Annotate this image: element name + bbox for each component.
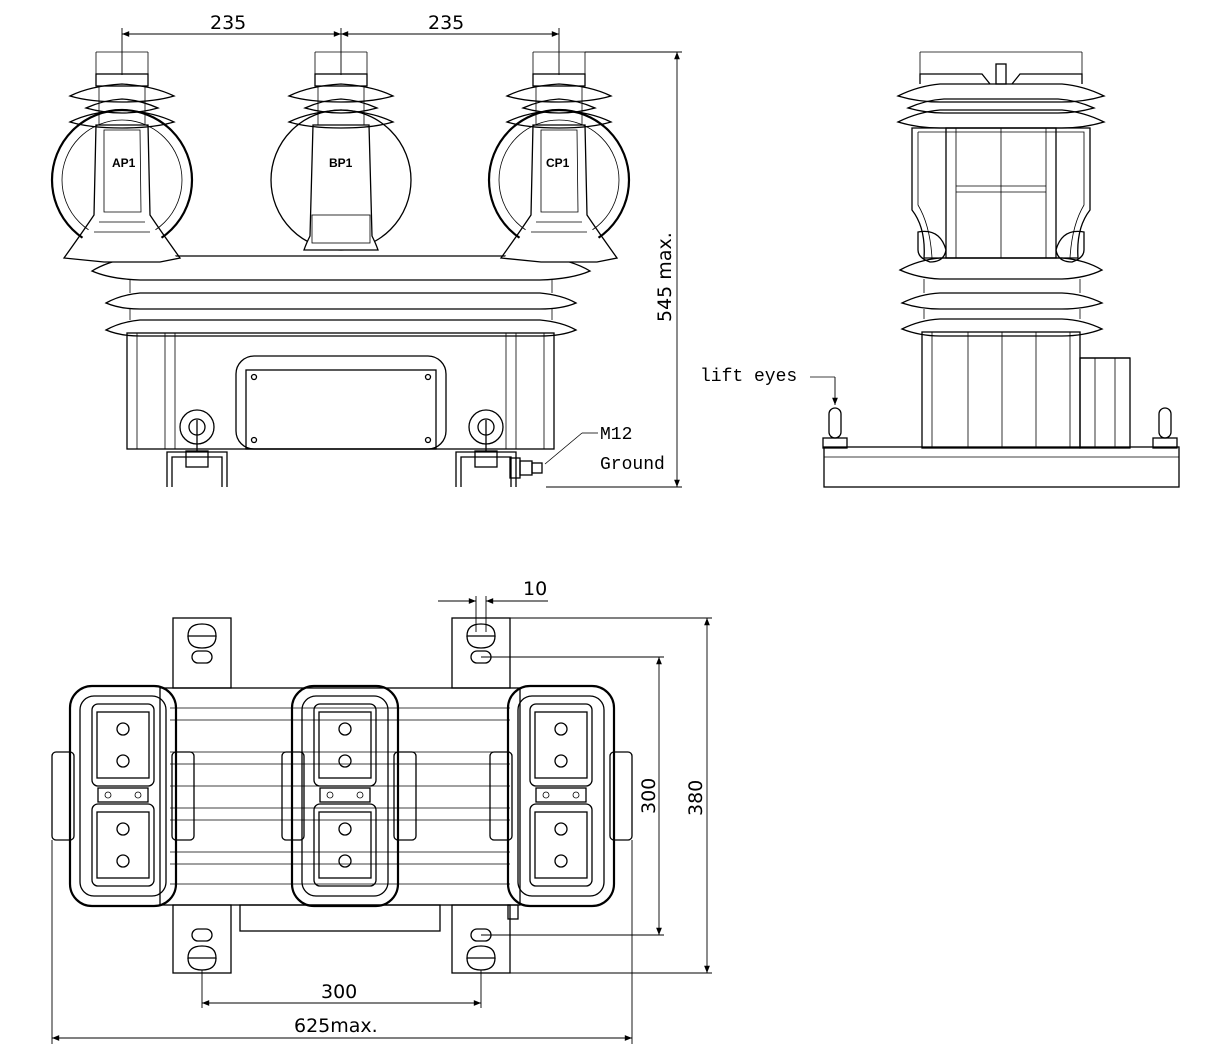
dim-235-left: 235 bbox=[210, 12, 246, 34]
nameplate bbox=[245, 369, 437, 450]
phase-a-insulator bbox=[50, 73, 194, 263]
dim-235-right: 235 bbox=[428, 12, 464, 34]
phase-label-a: AP1 bbox=[112, 156, 136, 170]
top-phase-b bbox=[290, 684, 400, 908]
dim-300-horizontal: 300 bbox=[321, 981, 357, 1003]
lift-eye-right-icon bbox=[1158, 407, 1172, 439]
phase-label-b: BP1 bbox=[329, 156, 353, 170]
phase-c-insulator bbox=[487, 73, 631, 263]
dim-380-vertical: 380 bbox=[685, 780, 707, 816]
side-base-plate bbox=[823, 446, 1180, 488]
side-terminal-box bbox=[1079, 357, 1131, 449]
top-view: 10 300 380 300 625max. bbox=[51, 578, 712, 1044]
mount-bar-right-top bbox=[451, 617, 511, 689]
top-phase-c bbox=[506, 684, 616, 908]
top-phase-a bbox=[68, 684, 178, 908]
side-view: lift eyes bbox=[700, 51, 1180, 488]
callout-ground: Ground bbox=[600, 455, 665, 475]
front-skirt-2 bbox=[104, 292, 578, 310]
dim-300-vertical: 300 bbox=[638, 778, 660, 814]
dim-625-max: 625max. bbox=[294, 1015, 378, 1037]
mount-bar-left-bottom bbox=[172, 904, 232, 974]
ground-bolt-icon bbox=[509, 457, 543, 479]
phase-label-c: CP1 bbox=[546, 156, 570, 170]
front-mount-bracket-left bbox=[166, 409, 228, 487]
lift-eye-icon bbox=[179, 409, 215, 445]
top-terminal-box bbox=[239, 904, 441, 932]
lift-eye-icon bbox=[468, 409, 504, 445]
mount-bar-right-bottom bbox=[451, 904, 511, 974]
front-view: AP1 BP1 bbox=[50, 12, 682, 488]
mount-bar-left-top bbox=[172, 617, 232, 689]
dim-10: 10 bbox=[523, 578, 547, 600]
dim-545-max: 545 max. bbox=[654, 232, 676, 322]
callout-m12: M12 bbox=[600, 425, 632, 445]
top-housing bbox=[159, 687, 521, 906]
front-skirt-3 bbox=[104, 319, 578, 337]
callout-lift-eyes: lift eyes bbox=[700, 367, 797, 387]
front-mount-bracket-right bbox=[455, 409, 517, 487]
lift-eye-left-icon bbox=[828, 407, 842, 439]
